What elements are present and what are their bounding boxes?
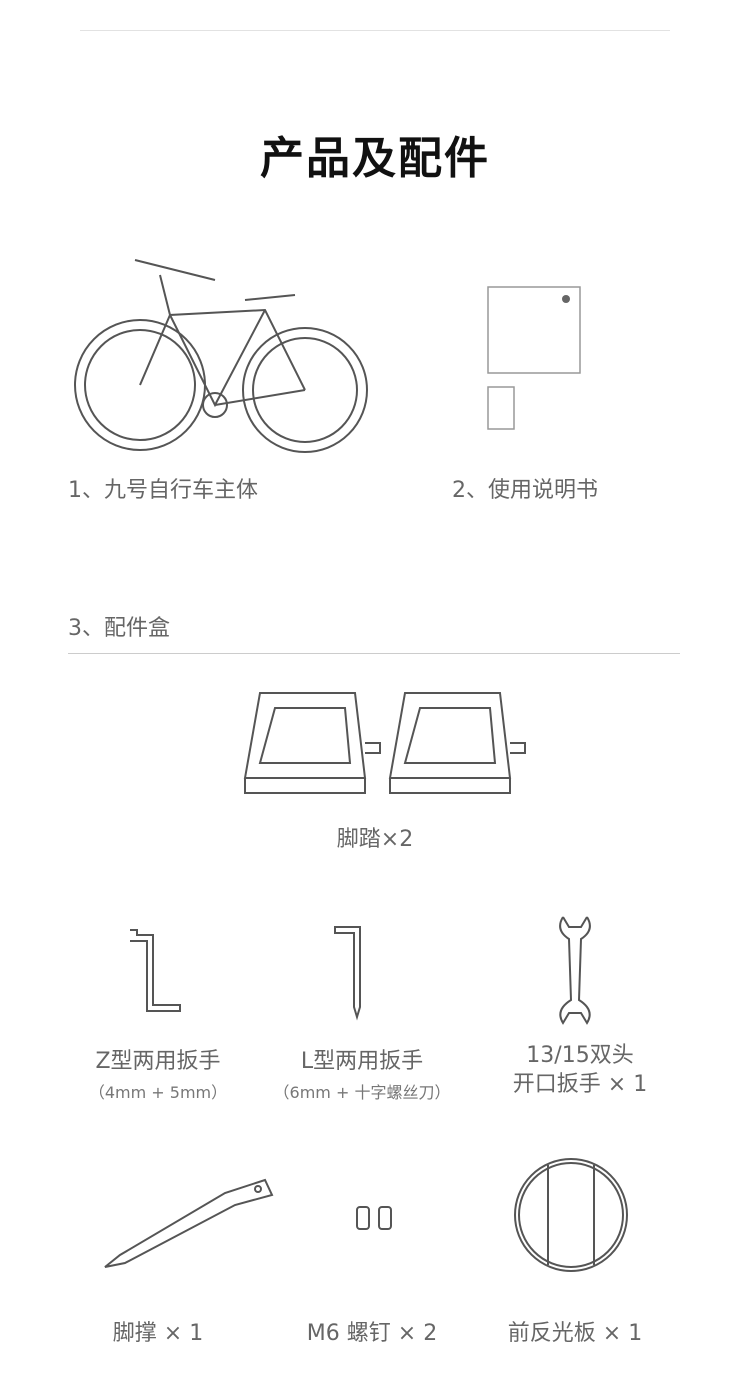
kickstand-illustration — [104, 1178, 274, 1268]
kickstand-label: 脚撑 × 1 — [112, 1321, 204, 1346]
accessory-box-heading: 3、配件盒 — [68, 616, 170, 641]
top-divider — [80, 30, 670, 31]
screws-label: M6 螺钉 × 2 — [306, 1321, 438, 1346]
manual-illustration — [487, 286, 581, 430]
z-wrench-spec: （4mm + 5mm） — [88, 1083, 228, 1102]
z-wrench-label: Z型两用扳手 — [95, 1049, 221, 1074]
l-wrench-label: L型两用扳手 — [300, 1049, 424, 1074]
l-wrench-illustration — [334, 926, 361, 1021]
bike-illustration — [74, 259, 368, 453]
section-divider — [68, 653, 680, 654]
manual-label: 2、使用说明书 — [452, 478, 598, 503]
screws-illustration — [356, 1206, 392, 1230]
l-wrench-spec: （6mm + 十字螺丝刀） — [273, 1083, 451, 1102]
open-wrench-label-1: 13/15双头 — [526, 1043, 634, 1068]
bike-label: 1、九号自行车主体 — [68, 478, 258, 503]
reflector-illustration — [514, 1158, 628, 1272]
open-wrench-label-2: 开口扳手 × 1 — [512, 1072, 648, 1097]
z-wrench-illustration — [130, 929, 181, 1012]
pedals-illustration — [243, 692, 526, 794]
pedals-label: 脚踏×2 — [336, 827, 414, 852]
open-wrench-illustration — [559, 916, 591, 1025]
page-title: 产品及配件 — [260, 133, 490, 184]
reflector-label: 前反光板 × 1 — [507, 1321, 643, 1346]
